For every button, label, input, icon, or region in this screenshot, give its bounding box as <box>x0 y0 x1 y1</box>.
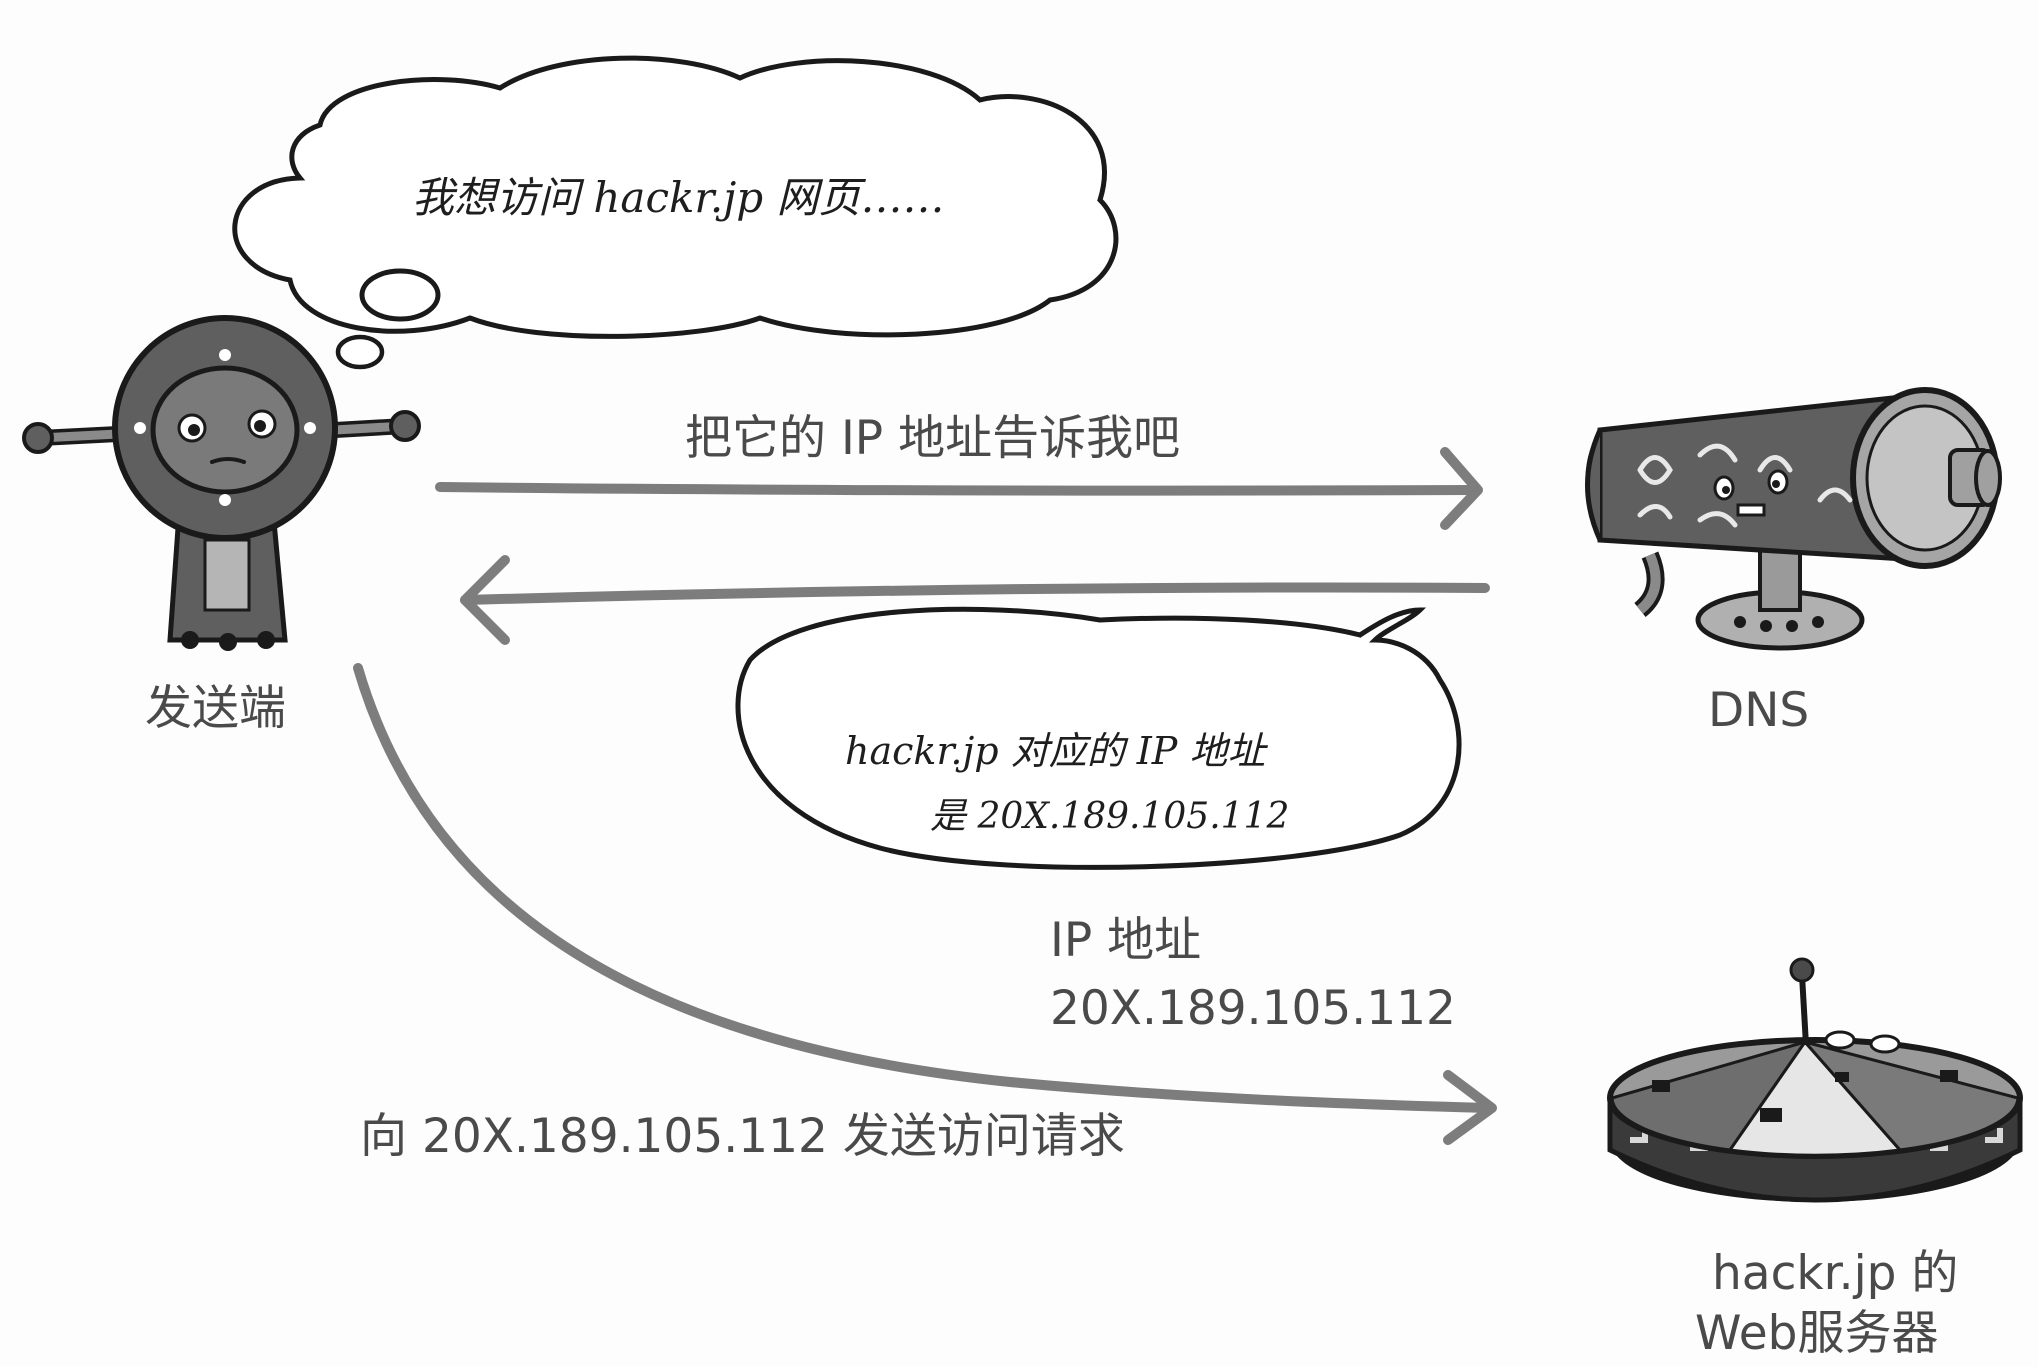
speech-bubble-line2: 是 20X.189.105.112 <box>930 796 1290 837</box>
dns-label: DNS <box>1708 683 1810 738</box>
speech-bubble-line1: hackr.jp 对应的 IP 地址 <box>845 729 1266 773</box>
response-arrow <box>460 555 1490 645</box>
web-server-label-line1: hackr.jp 的 <box>1712 1246 1959 1301</box>
access-arrow <box>353 663 1497 1145</box>
web-server-label-line2: Web服务器 <box>1695 1306 1939 1361</box>
request-arrow <box>435 447 1483 530</box>
robot-icon <box>22 315 421 651</box>
access-arrow-label: 向 20X.189.105.112 发送访问请求 <box>360 1109 1125 1164</box>
dns-server-icon <box>1585 387 2002 651</box>
web-server-icon <box>1607 957 2023 1203</box>
ip-info-line2: 20X.189.105.112 <box>1050 981 1456 1036</box>
sender-label: 发送端 <box>145 681 286 736</box>
thought-bubble <box>232 55 1119 370</box>
speech-bubble <box>735 606 1462 870</box>
ip-info-line1: IP 地址 <box>1050 913 1202 968</box>
thought-bubble-text: 我想访问 hackr.jp 网页…… <box>412 173 945 222</box>
request-arrow-label: 把它的 IP 地址告诉我吧 <box>685 411 1181 466</box>
